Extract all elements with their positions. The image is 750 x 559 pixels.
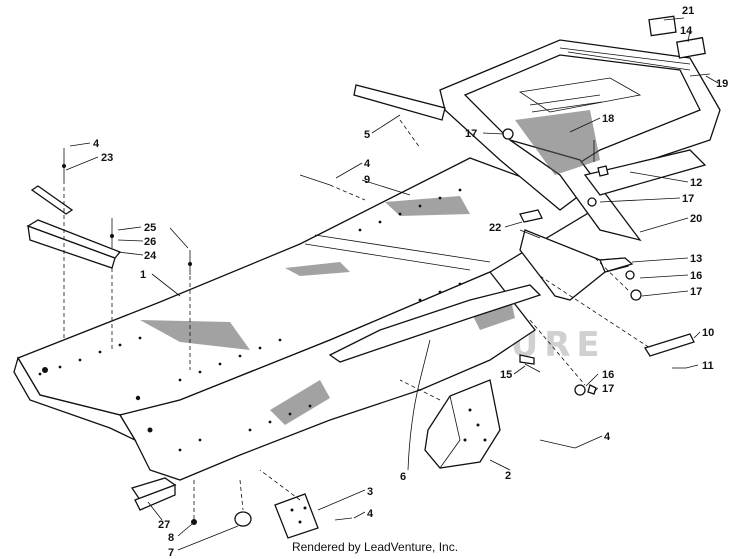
tunnel-part-1 bbox=[13, 157, 602, 481]
callout-3: 3 bbox=[367, 486, 373, 498]
running-board-part-6 bbox=[328, 284, 542, 363]
callout-4-b: 4 bbox=[364, 158, 371, 170]
callout-14: 14 bbox=[680, 25, 693, 37]
callout-17-d: 17 bbox=[602, 383, 614, 395]
callout-4-c: 4 bbox=[604, 431, 611, 443]
callout-21: 21 bbox=[682, 5, 694, 17]
footer-credit: Rendered by LeadVenture, Inc. bbox=[291, 540, 459, 554]
callout-2: 2 bbox=[505, 470, 511, 482]
rear-bumper-assembly bbox=[439, 39, 721, 242]
callout-22: 22 bbox=[489, 222, 501, 234]
callout-5: 5 bbox=[364, 129, 370, 141]
fasteners bbox=[62, 73, 711, 521]
bracket-part-2 bbox=[424, 379, 501, 469]
callout-7: 7 bbox=[168, 547, 174, 559]
callout-19: 19 bbox=[716, 78, 728, 90]
callout-24: 24 bbox=[144, 250, 157, 262]
leader-lines bbox=[65, 17, 719, 551]
small-parts bbox=[26, 15, 706, 527]
callout-17-c: 17 bbox=[690, 286, 702, 298]
callout-27: 27 bbox=[158, 519, 170, 531]
callout-9: 9 bbox=[364, 174, 370, 186]
callout-25: 25 bbox=[144, 222, 156, 234]
callout-26: 26 bbox=[144, 236, 156, 248]
callout-18: 18 bbox=[602, 113, 614, 125]
rivet-holes bbox=[38, 188, 462, 452]
callout-17-a: 17 bbox=[465, 128, 477, 140]
plate-part-3 bbox=[274, 493, 319, 539]
callout-8: 8 bbox=[168, 532, 174, 544]
callout-17-b: 17 bbox=[682, 193, 694, 205]
alignment-lines bbox=[63, 119, 651, 520]
callout-20: 20 bbox=[690, 213, 702, 225]
callout-13: 13 bbox=[690, 253, 702, 265]
callout-15: 15 bbox=[500, 369, 512, 381]
callout-6: 6 bbox=[400, 471, 406, 483]
callout-16-a: 16 bbox=[690, 270, 702, 282]
callout-1: 1 bbox=[140, 269, 146, 281]
callout-4-d: 4 bbox=[367, 508, 374, 520]
callout-10: 10 bbox=[702, 327, 714, 339]
callout-11: 11 bbox=[702, 360, 714, 372]
callout-23: 23 bbox=[101, 152, 113, 164]
callout-4-a: 4 bbox=[93, 138, 100, 150]
callout-12: 12 bbox=[690, 177, 702, 189]
rail-part-13 bbox=[519, 229, 634, 301]
callout-16-b: 16 bbox=[602, 369, 614, 381]
callout-labels: 4 23 25 26 24 1 5 4 9 21 14 19 18 17 12 … bbox=[93, 5, 728, 559]
